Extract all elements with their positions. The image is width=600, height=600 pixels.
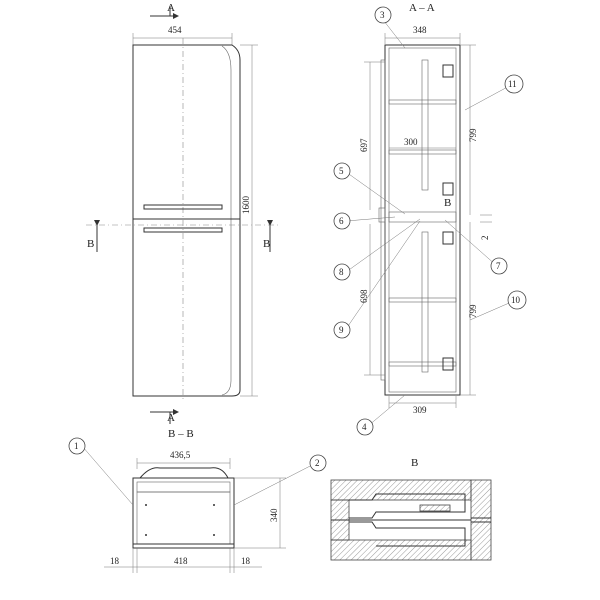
upper-door-dim: 799: [468, 128, 478, 142]
front-width-dim: 454: [168, 25, 182, 35]
lower-height-dim: 698: [359, 289, 369, 303]
callout-3-label: 3: [380, 10, 385, 20]
callout-10-label: 10: [511, 295, 521, 305]
section-aa-title: A – A: [409, 2, 435, 14]
mid-panel: [388, 211, 457, 223]
callout-2: [309, 454, 327, 472]
detail-b-marker: B: [444, 197, 451, 209]
callout-1: [68, 437, 86, 455]
callout-9: [333, 321, 351, 339]
front-height-dim: 1600: [241, 196, 251, 215]
lower-handle: [143, 227, 223, 233]
callout-7: [490, 257, 508, 275]
callout-5: [333, 162, 351, 180]
callout-10: [507, 290, 527, 310]
callouts: 1 2 3 4 5 6 7 8 9 10 11: [68, 6, 527, 506]
callout-7-label: 7: [496, 261, 501, 271]
front-view: A A 454 1600 B B: [86, 2, 280, 424]
callout-4: [356, 418, 374, 436]
callout-2-label: 2: [315, 458, 320, 468]
section-a-bottom-label: A: [167, 412, 175, 424]
callout-11-label: 11: [508, 79, 517, 89]
gap-dim: 2: [480, 236, 490, 241]
callout-8-label: 8: [339, 267, 344, 277]
callout-6: [333, 212, 351, 230]
section-b-right-label: B: [263, 238, 270, 250]
callout-3: [374, 6, 392, 24]
cabinet-outline: [132, 44, 241, 397]
detail-b-title: B: [411, 457, 418, 469]
plan-inner-dim: 418: [174, 556, 188, 566]
callout-8: [333, 263, 351, 281]
upper-handle: [143, 204, 223, 210]
plan-section-view: B – B 436,5 340 18 418 18: [104, 428, 286, 573]
plan-width-dim: 436,5: [170, 450, 191, 460]
callout-6-label: 6: [339, 216, 344, 226]
side-top-dim: 348: [413, 25, 427, 35]
callout-9-label: 9: [339, 325, 344, 335]
side-carcass: [384, 44, 461, 396]
callout-11: [504, 74, 524, 94]
plan-depth-dim: 340: [269, 508, 279, 522]
shelf-width-dim: 300: [404, 137, 418, 147]
plan-outline: [132, 477, 235, 549]
callout-5-label: 5: [339, 166, 344, 176]
lower-door-dim: 799: [468, 304, 478, 318]
upper-height-dim: 697: [359, 138, 369, 152]
side-bottom-dim: 309: [413, 405, 427, 415]
detail-b-view: B: [330, 457, 492, 561]
callout-4-label: 4: [362, 422, 367, 432]
callout-1-label: 1: [74, 441, 79, 451]
plan-right-dim: 18: [241, 556, 251, 566]
section-b-left-label: B: [87, 238, 94, 250]
section-a-top-label: A: [167, 2, 175, 14]
plan-left-dim: 18: [110, 556, 120, 566]
section-bb-title: B – B: [168, 428, 194, 440]
side-section-view: A – A 348 300 697: [359, 2, 492, 415]
